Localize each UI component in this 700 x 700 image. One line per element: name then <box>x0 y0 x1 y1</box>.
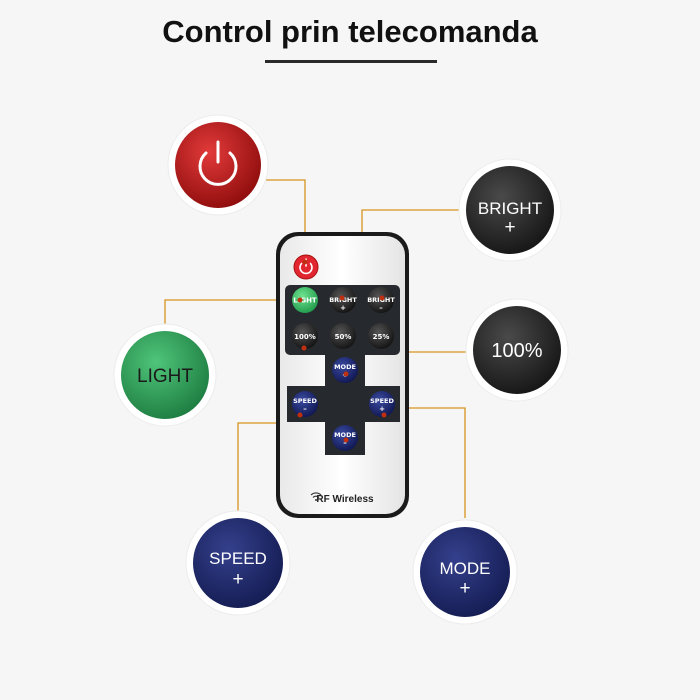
callout-light-label: LIGHT <box>137 366 193 387</box>
key-speed-minus-label: SPEED <box>293 397 317 405</box>
remote-brand-label: RF Wireless <box>316 494 374 505</box>
title-underline <box>265 60 437 63</box>
connector-light <box>164 299 300 335</box>
callout-bright-plus: BRIGHT + <box>458 158 562 262</box>
key-mode-plus[interactable]: MODE + <box>332 357 358 383</box>
callout-bright-label: BRIGHT <box>478 199 542 218</box>
key-mode-minus-sign: – <box>343 439 347 447</box>
key-mode-minus-label: MODE <box>334 431 356 439</box>
remote-control: LIGHT BRIGHT + BRIGHT – 100% 50% <box>276 232 409 518</box>
key-speed-plus-label: SPEED <box>370 397 394 405</box>
key-speed-minus-sign: – <box>303 405 307 413</box>
key-speed-minus[interactable]: SPEED – <box>292 391 318 417</box>
key-bright-minus-sign: – <box>379 304 383 312</box>
connector-dots <box>297 259 387 443</box>
callout-100-percent: 100% <box>465 298 569 402</box>
callout-speed-label: SPEED <box>209 549 267 568</box>
remote-cross-panel <box>287 355 400 455</box>
key-bright-plus-sign: + <box>340 304 346 312</box>
key-100-label: 100% <box>294 333 316 341</box>
callout-power <box>167 114 269 216</box>
power-icon <box>198 140 238 186</box>
key-speed-plus[interactable]: SPEED + <box>369 391 395 417</box>
callout-percent-label: 100% <box>491 340 542 362</box>
key-25-label: 25% <box>373 333 390 341</box>
key-100-percent[interactable]: 100% <box>292 323 318 349</box>
callout-mode-sign: + <box>459 578 470 599</box>
wifi-icon <box>310 492 322 501</box>
callout-mode-plus: MODE + <box>412 519 518 625</box>
callout-speed-plus: SPEED + <box>185 510 291 616</box>
callout-speed-sign: + <box>232 569 243 590</box>
page-title: Control prin telecomanda <box>162 14 538 49</box>
key-light-label: LIGHT <box>293 297 317 305</box>
callout-mode-label: MODE <box>440 559 491 578</box>
key-50-percent[interactable]: 50% <box>330 323 356 349</box>
remote-power-key[interactable] <box>293 254 319 280</box>
key-speed-plus-sign: + <box>379 405 385 413</box>
key-25-percent[interactable]: 25% <box>368 323 394 349</box>
callout-bright-sign: + <box>504 217 515 238</box>
key-50-label: 50% <box>335 333 352 341</box>
key-light[interactable]: LIGHT <box>292 287 318 313</box>
key-mode-plus-label: MODE <box>334 363 356 371</box>
callout-light: LIGHT <box>113 323 217 427</box>
